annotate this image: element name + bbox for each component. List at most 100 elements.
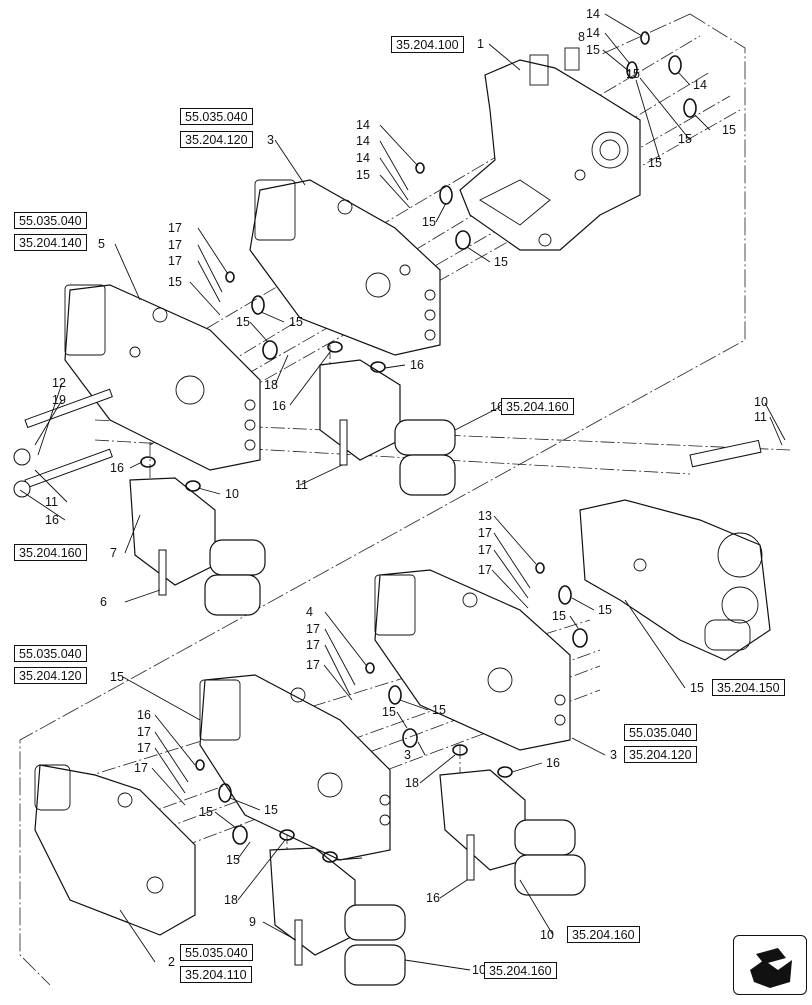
callout-number: 15 [110,670,124,684]
callout-number: 17 [137,741,151,755]
callout-number: 15 [552,609,566,623]
callout-number: 8 [578,30,585,44]
callout-number: 16 [426,891,440,905]
corner-arrow-icon[interactable] [733,935,807,995]
callout-number: 16 [410,358,424,372]
callout-number: 15 [422,215,436,229]
callout-number: 16 [45,513,59,527]
callout-number: 11 [295,478,308,492]
reference-box: 35.204.160 [484,962,557,979]
callout-number: 15 [356,168,370,182]
callout-number: 16 [110,461,124,475]
callout-number: 15 [494,255,508,269]
callout-number: 6 [100,595,107,609]
callout-number: 17 [306,622,320,636]
coupler-block-9 [439,769,586,896]
callout-number: 17 [306,658,320,672]
callout-number: 10 [754,395,768,409]
callout-number: 18 [264,378,278,392]
callout-number: 4 [306,605,313,619]
callout-number: 16 [490,400,504,414]
valve-section-3-upper [249,179,441,356]
callout-number: 15 [236,315,250,329]
callout-number: 14 [356,118,370,132]
callout-number: 17 [478,543,492,557]
bolts [13,388,475,966]
valve-section-5 [64,284,261,471]
callout-number: 14 [586,26,600,40]
callout-number: 15 [598,603,612,617]
callout-number: 17 [478,526,492,540]
callout-number: 15 [432,703,446,717]
callout-number: 13 [478,509,492,523]
callout-number: 12 [52,376,66,390]
callout-number: 3 [610,748,617,762]
callout-number: 5 [98,237,105,251]
reference-box: 35.204.110 [180,966,252,983]
callout-number: 15 [722,123,736,137]
callout-number: 15 [168,275,182,289]
leader-lines [19,13,786,971]
reference-box: 55.035.040 [180,108,253,125]
callout-number: 3 [267,133,274,147]
callout-number: 14 [586,7,600,21]
callout-number: 17 [168,221,182,235]
callout-number: 15 [289,315,303,329]
callout-number: 15 [226,853,240,867]
callout-number: 9 [249,915,256,929]
callout-number: 15 [678,132,692,146]
callout-number: 17 [134,761,148,775]
callout-number: 14 [356,151,370,165]
callout-number: 17 [478,563,492,577]
callout-number: 15 [264,803,278,817]
reference-box: 35.204.160 [501,398,574,415]
callout-number: 7 [110,546,117,560]
valve-body-1 [459,47,641,251]
reference-box: 35.204.160 [14,544,87,561]
callout-number: 1 [477,37,484,51]
reference-box: 55.035.040 [14,645,87,662]
callout-number: 10 [472,963,486,977]
reference-box: 55.035.040 [624,724,697,741]
callout-number: 15 [586,43,600,57]
callout-number: 16 [546,756,560,770]
reference-box: 35.204.120 [180,131,253,148]
callout-number: 18 [224,893,238,907]
valve-section-3-lower [199,674,391,861]
callout-number: 15 [690,681,704,695]
valve-section-4 [579,439,771,661]
callout-number: 3 [404,748,411,762]
callout-number: 10 [540,928,554,942]
callout-number: 15 [199,805,213,819]
callout-number: 17 [306,638,320,652]
reference-box: 55.035.040 [14,212,87,229]
reference-box: 35.204.120 [624,746,697,763]
reference-box: 35.204.120 [14,667,87,684]
callout-number: 2 [168,955,175,969]
callout-number: 10 [225,487,239,501]
callout-number: 15 [648,156,662,170]
coupler-block-8 [269,847,406,986]
reference-box: 55.035.040 [180,944,253,961]
reference-box: 35.204.140 [14,234,87,251]
callout-number: 16 [272,399,286,413]
callout-number: 11 [754,410,767,424]
callout-number: 14 [693,78,707,92]
callout-number: 17 [137,725,151,739]
coupler-block-6 [129,477,266,616]
reference-box: 35.204.150 [712,679,785,696]
callout-numbers: 1414151514151515131414141515151717171515… [45,7,768,977]
reference-box: 35.204.100 [391,36,464,53]
callout-number: 18 [405,776,419,790]
inlet-section-2 [34,764,196,936]
valve-section-3-middle [374,569,571,751]
callout-number: 16 [137,708,151,722]
o-rings [140,31,697,863]
callout-number: 19 [52,393,66,407]
callout-number: 17 [168,238,182,252]
callout-number: 17 [168,254,182,268]
callout-number: 14 [356,134,370,148]
reference-box: 35.204.160 [567,926,640,943]
callout-number: 11 [45,495,58,509]
